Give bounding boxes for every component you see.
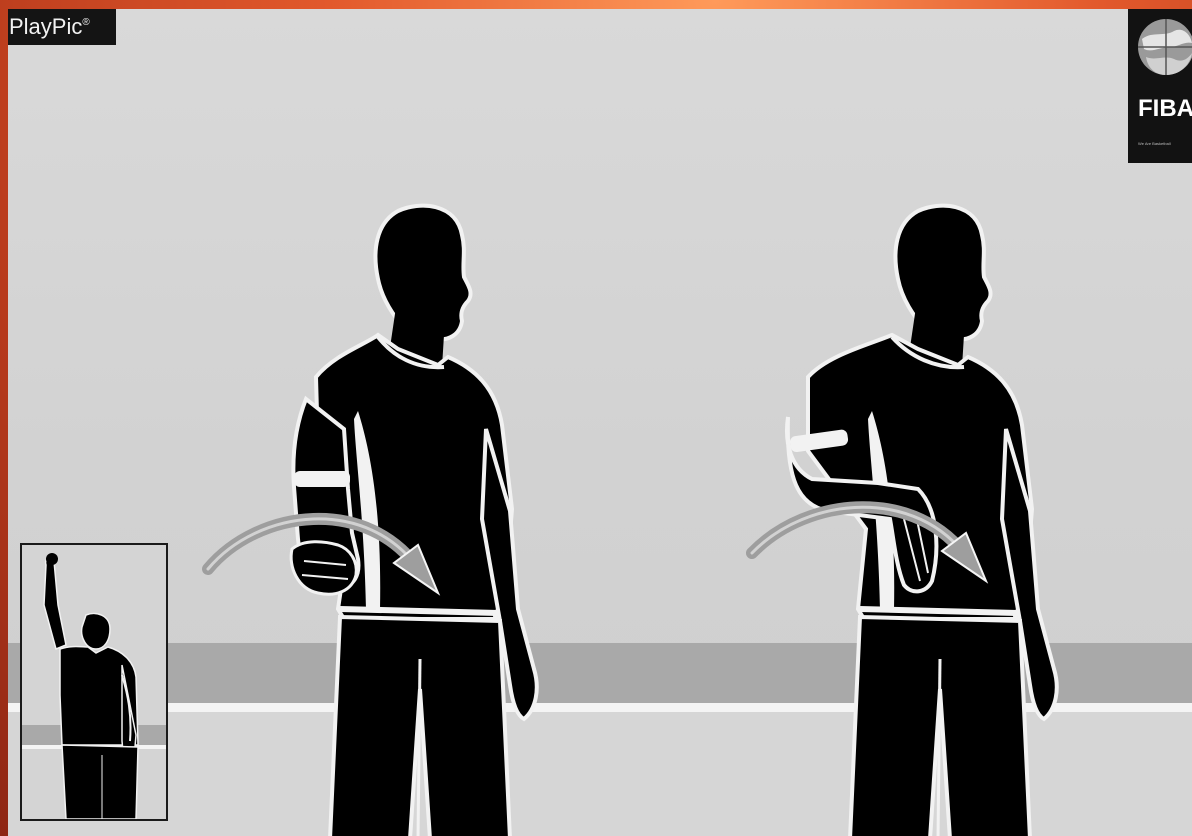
brand-name: PlayPic [9,14,82,39]
inset-referee-panel [20,543,168,821]
inset-referee [22,545,166,819]
fiba-wordmark: FIBA [1138,95,1192,123]
curved-arrow-icon [738,489,1008,599]
globe-basketball-icon [1134,13,1192,81]
brand-label: PlayPic® [8,9,116,45]
fiba-logo: FIBA We Are Basketball [1128,9,1192,163]
brand-mark: ® [82,17,89,28]
illustration-panel: PlayPic® FIBA We Are Basketball [8,9,1192,836]
fiba-tagline: We Are Basketball [1138,141,1171,146]
curved-arrow-icon [198,499,458,609]
